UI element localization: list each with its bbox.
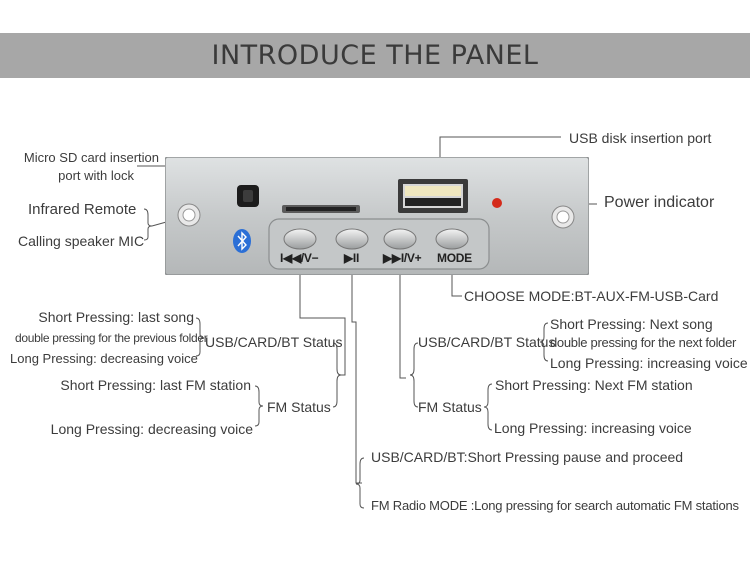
- next-usb-long: Long Pressing: increasing voice: [550, 355, 748, 371]
- prev-usb-status: USB/CARD/BT Status: [205, 334, 343, 350]
- choose-mode-label: CHOOSE MODE:BT-AUX-FM-USB-Card: [464, 288, 719, 304]
- play-pause-button-label[interactable]: ▶II: [344, 251, 359, 265]
- next-usb-short: Short Pressing: Next song: [550, 316, 713, 332]
- next-button-label[interactable]: ▶▶I/V+: [383, 251, 422, 265]
- next-usb-status: USB/CARD/BT Status: [418, 334, 556, 350]
- usb-port-label: USB disk insertion port: [569, 130, 712, 146]
- prev-fm-status: FM Status: [267, 399, 331, 415]
- mode-button-label[interactable]: MODE: [437, 251, 472, 265]
- micro-sd-label-1: Micro SD card insertion: [23, 150, 159, 165]
- prev-fm-short: Short Pressing: last FM station: [60, 377, 251, 393]
- next-fm-status: FM Status: [418, 399, 482, 415]
- power-indicator-label: Power indicator: [604, 194, 715, 211]
- prev-usb-double: double pressing for the previous folder: [15, 331, 208, 345]
- micro-sd-label-2: port with lock: [58, 168, 134, 183]
- power-led: [492, 198, 502, 208]
- next-fm-short: Short Pressing: Next FM station: [495, 377, 693, 393]
- play-fm-line: FM Radio MODE :Long pressing for search …: [371, 498, 739, 513]
- header-banner: INTRODUCE THE PANEL: [0, 33, 750, 78]
- page-title: INTRODUCE THE PANEL: [211, 40, 539, 71]
- calling-mic-label: Calling speaker MIC: [18, 233, 145, 249]
- prev-fm-long: Long Pressing: decreasing voice: [50, 421, 253, 437]
- next-usb-double: double pressing for the next folder: [550, 335, 737, 350]
- device-panel: [165, 157, 589, 275]
- prev-usb-long: Long Pressing: decreasing voice: [10, 351, 198, 366]
- infrared-remote-label: Infrared Remote: [28, 201, 137, 218]
- next-fm-long: Long Pressing: increasing voice: [494, 420, 692, 436]
- prev-usb-short: Short Pressing: last song: [38, 309, 194, 325]
- play-usb-line: USB/CARD/BT:Short Pressing pause and pro…: [371, 449, 684, 465]
- prev-button-label[interactable]: I◀◀/V−: [280, 251, 319, 265]
